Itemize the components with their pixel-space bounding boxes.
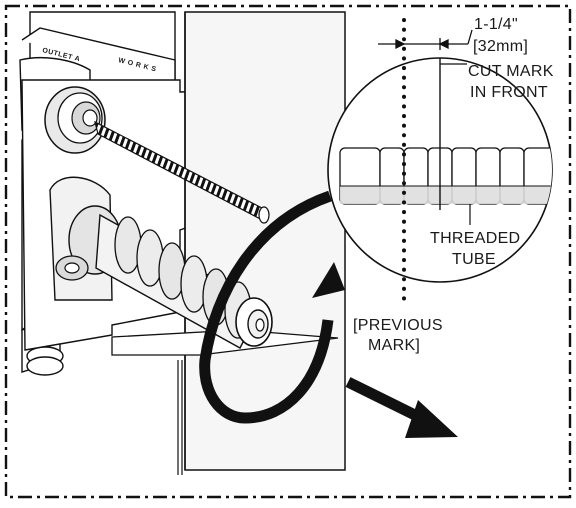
cut-mark-label-2: IN FRONT: [470, 84, 548, 101]
upper-fitting: [44, 86, 270, 224]
previous-mark-label-2: MARK]: [368, 337, 420, 354]
threaded-tube-label-2: TUBE: [452, 251, 496, 268]
dimension-imperial: 1-1/4": [474, 16, 518, 33]
dimension-metric: [32mm]: [473, 38, 528, 55]
pull-arrow-icon: [345, 377, 458, 438]
previous-mark-label-1: [PREVIOUS: [353, 317, 443, 334]
zoom-threaded-tube: [339, 147, 552, 205]
threaded-tube-label-1: THREADED: [430, 230, 520, 247]
curved-rotate-arrow-icon: [199, 190, 345, 424]
cut-mark-label-1: CUT MARK: [468, 63, 554, 80]
frame-border: [4, 4, 572, 499]
detail-circle: [327, 57, 553, 283]
dimension-callout: [378, 29, 473, 50]
